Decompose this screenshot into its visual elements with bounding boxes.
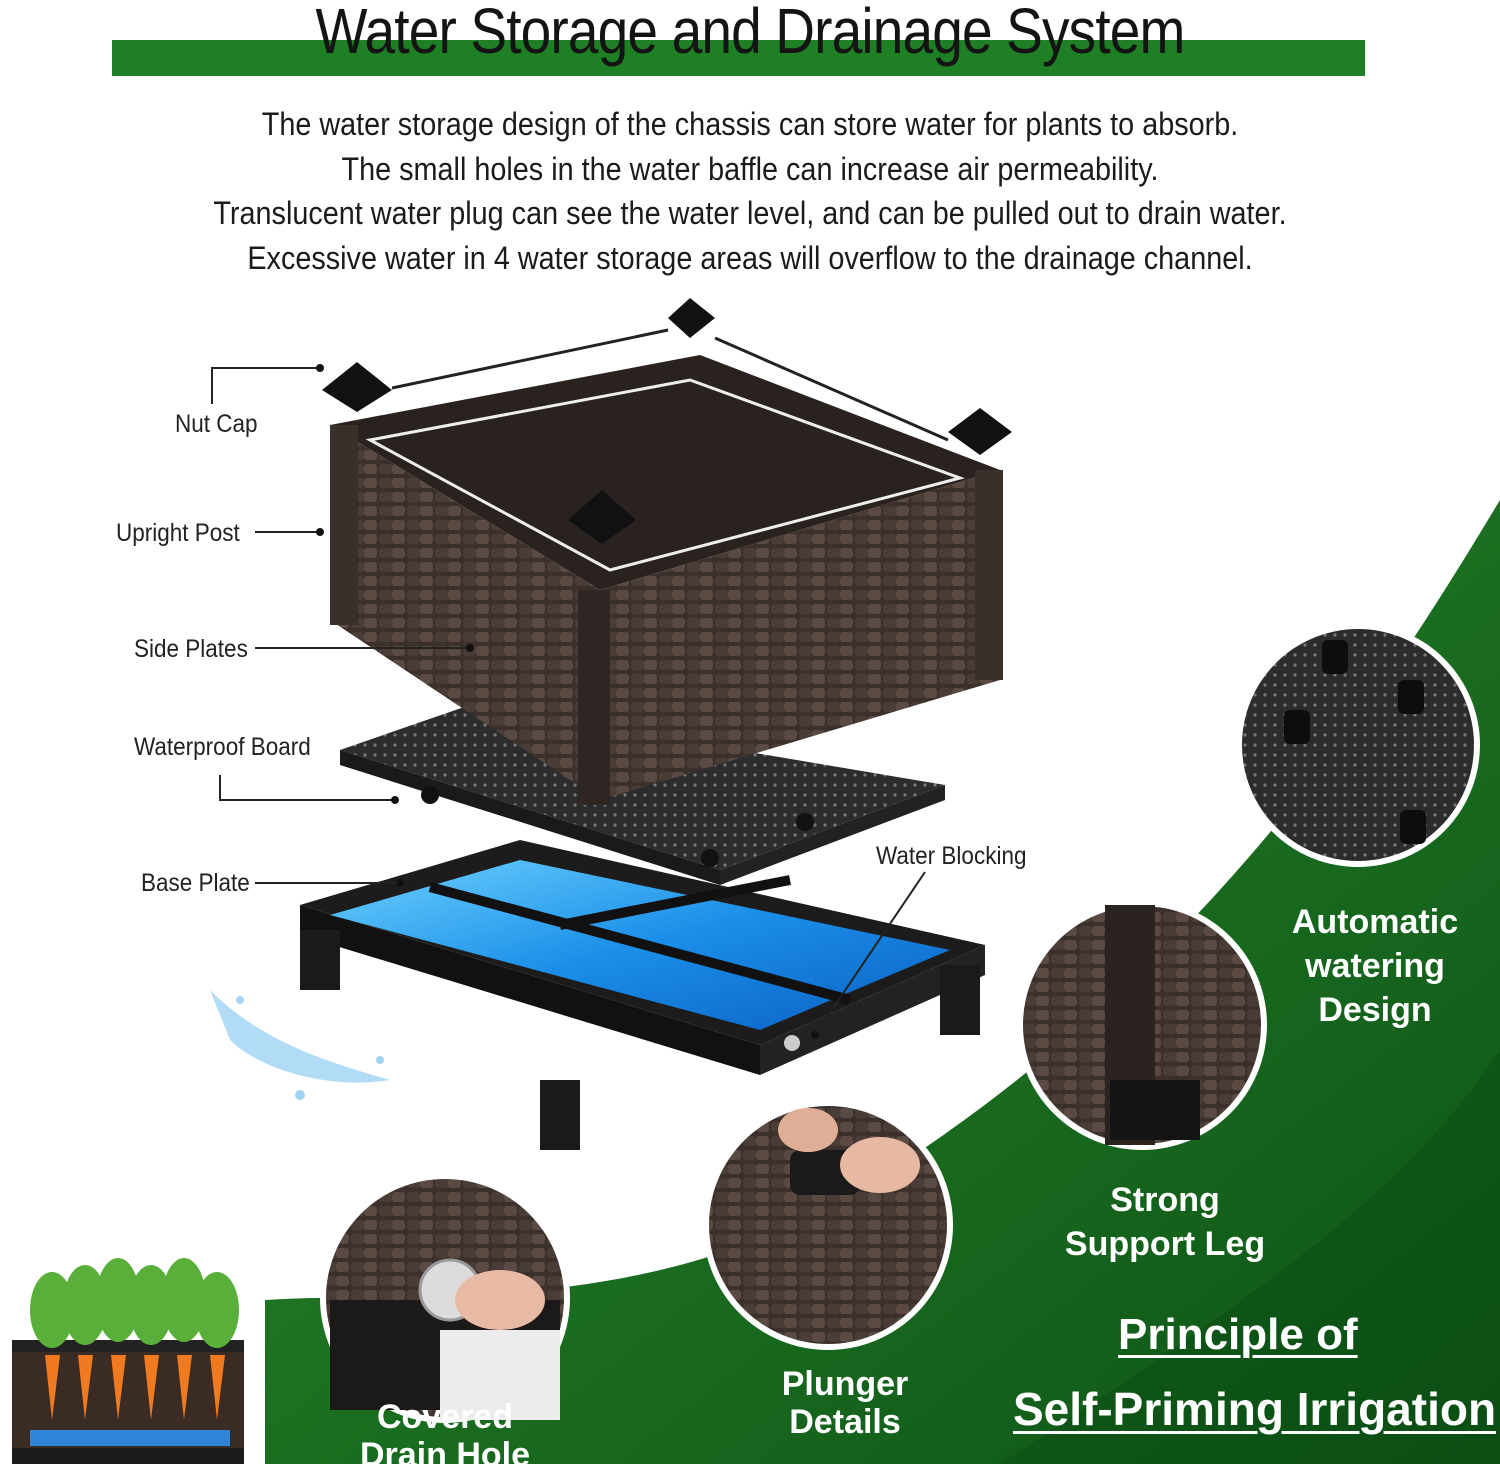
feature-line: Automatic bbox=[1291, 903, 1459, 941]
feature-line: watering bbox=[1305, 947, 1445, 985]
intro-text: The water storage design of the chassis … bbox=[0, 102, 1500, 280]
feature-line: Details bbox=[789, 1403, 901, 1441]
detail-circle-watering bbox=[1236, 623, 1480, 867]
intro-line: The small holes in the water baffle can … bbox=[341, 150, 1159, 187]
feature-line: Covered bbox=[376, 1398, 514, 1436]
base-plate-image bbox=[300, 840, 985, 1150]
intro-line: The water storage design of the chassis … bbox=[261, 106, 1239, 142]
intro-line: Excessive water in 4 water storage areas… bbox=[247, 239, 1253, 276]
nut-caps-image bbox=[322, 298, 1012, 544]
feature-line: Strong bbox=[1110, 1181, 1220, 1219]
feature-automatic-watering: Automatic watering Design bbox=[1270, 900, 1480, 1032]
intro-line: Translucent water plug can see the water… bbox=[213, 195, 1287, 231]
feature-line: Design bbox=[1318, 991, 1432, 1029]
label-leaders bbox=[211, 367, 926, 1036]
page-title: Water Storage and Drainage System bbox=[315, 0, 1185, 67]
feature-plunger-details: Plunger Details bbox=[745, 1365, 945, 1441]
feature-strong-support-leg: Strong Support Leg bbox=[1040, 1178, 1290, 1266]
water-splash-image bbox=[210, 990, 390, 1100]
waterproof-board-image bbox=[340, 705, 945, 885]
label-waterproof-board: Waterproof Board bbox=[134, 733, 311, 761]
label-water-blocking: Water Blocking bbox=[876, 842, 1027, 870]
detail-circle-plunger bbox=[703, 1100, 953, 1350]
principle-subtitle: Self-Priming Irrigation bbox=[1013, 1383, 1497, 1435]
green-swoosh bbox=[265, 500, 1500, 1464]
feature-line: Support Leg bbox=[1064, 1225, 1266, 1263]
label-upright-post: Upright Post bbox=[116, 519, 240, 547]
feature-covered-drain-hole: Covered Drain Hole bbox=[330, 1398, 560, 1474]
title-underline-bar bbox=[112, 40, 1365, 76]
feature-line: Plunger bbox=[781, 1365, 909, 1403]
label-side-plates: Side Plates bbox=[134, 635, 248, 663]
principle-title: Principle of bbox=[1118, 1310, 1358, 1359]
carrot-planter-image bbox=[12, 1258, 244, 1464]
feature-line: Drain Hole bbox=[359, 1436, 531, 1474]
label-base-plate: Base Plate bbox=[141, 869, 250, 897]
planter-box-image bbox=[330, 355, 1003, 805]
detail-circle-drain bbox=[320, 1173, 570, 1423]
detail-circle-leg bbox=[1017, 900, 1267, 1150]
label-nut-cap: Nut Cap bbox=[175, 410, 258, 438]
